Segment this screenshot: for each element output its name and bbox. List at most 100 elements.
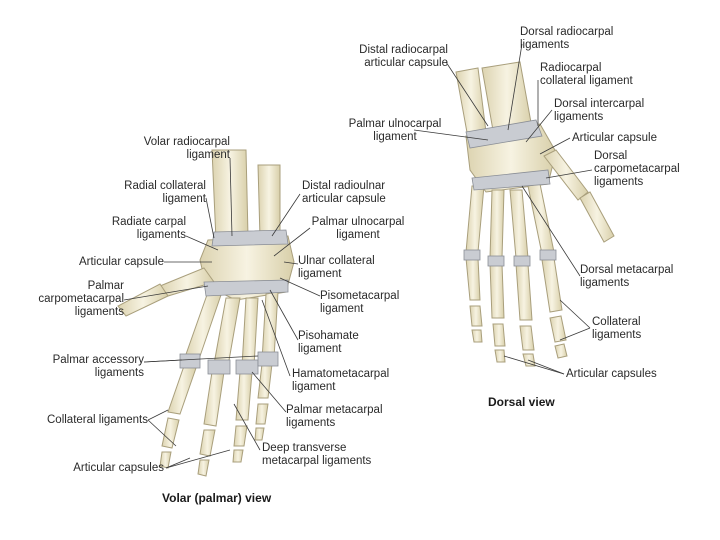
dorsal-thumb-phalanx (579, 191, 615, 243)
dorsal-mcp-capsule-5 (463, 249, 481, 261)
dorsal-little-distal (471, 329, 483, 343)
label-dorsal-metacarpal-line1: Dorsal metacarpal (580, 264, 674, 276)
label-dorsal-carpometacarpal-line1: Dorsal (594, 150, 628, 162)
volar-accessory-band-4 (235, 359, 259, 375)
dorsal-mcp-capsule-3 (513, 255, 531, 267)
label-palmar-accessory: Palmar accessory ligaments (30, 354, 144, 380)
label-volar-articular-capsules: Articular capsules (73, 462, 164, 474)
dorsal-index-proximal (541, 257, 563, 313)
label-pisohamate: Pisohamate ligament (298, 330, 359, 356)
label-pisohamate-line1: Pisohamate (298, 330, 359, 342)
volar-accessory-band-2 (179, 353, 201, 369)
label-pisohamate-line2: ligament (298, 343, 342, 355)
volar-radiocarpal-band (211, 229, 289, 247)
dorsal-middle-middle (519, 325, 535, 351)
label-hamatometacarpal-line2: ligament (292, 381, 336, 393)
dorsal-ring-middle (492, 323, 506, 347)
dorsal-little-proximal (465, 257, 481, 301)
label-palmar-accessory-line2: ligaments (94, 367, 144, 379)
dorsal-ligaments (463, 119, 557, 267)
label-dorsal-radiocarpal-line1: Dorsal radiocarpal (520, 26, 614, 38)
label-distal-radioulnar: Distal radioulnar articular capsule (302, 180, 386, 206)
label-distal-radiocarpal: Distal radiocarpal articular capsule (336, 44, 448, 70)
dorsal-hand (455, 61, 615, 367)
label-dorsal-collateral-line2: ligaments (592, 329, 642, 341)
label-palmar-carpometacarpal-line3: ligaments (74, 306, 124, 318)
label-volar-radiocarpal-line1: Volar radiocarpal (143, 136, 230, 148)
label-dorsal-palmar-ulnocarpal: Palmar ulnocarpal ligament (334, 118, 456, 144)
label-dorsal-intercarpal-line1: Dorsal intercarpal (554, 98, 645, 110)
dorsal-index-distal (554, 343, 568, 359)
dorsal-middle-proximal (515, 263, 533, 321)
label-palmar-metacarpal: Palmar metacarpal ligaments (286, 404, 383, 430)
volar-ring-middle (233, 425, 248, 447)
volar-metacarpal-5 (261, 291, 279, 361)
volar-accessory-band-3 (207, 359, 231, 375)
label-volar-radiocarpal: Volar radiocarpal ligament (118, 136, 230, 162)
label-deep-transverse-line2: metacarpal ligaments (262, 455, 372, 467)
leader-lines (123, 43, 593, 469)
caption-volar-view: Volar (palmar) view (162, 491, 272, 505)
label-volar-palmar-ulnocarpal: Palmar ulnocarpal ligament (306, 216, 410, 242)
dorsal-metacarpal-2 (527, 183, 555, 255)
volar-middle-proximal (203, 371, 225, 427)
volar-little-middle (255, 403, 269, 425)
label-ulnar-collateral-line1: Ulnar collateral (298, 255, 375, 267)
label-radiate-carpal: Radiate carpal ligaments (80, 216, 186, 242)
label-palmar-accessory-line1: Palmar accessory (52, 354, 144, 366)
label-ulnar-collateral: Ulnar collateral ligament (298, 255, 375, 281)
label-radiate-carpal-line1: Radiate carpal (111, 216, 186, 228)
label-dorsal-metacarpal-line2: ligaments (580, 277, 630, 289)
label-ulnar-collateral-line2: ligament (298, 268, 342, 280)
label-dorsal-carpometacarpal-line2: carpometacarpal (594, 163, 680, 175)
label-volar-collateral-ligaments: Collateral ligaments (47, 414, 148, 426)
label-volar-radiocarpal-line2: ligament (186, 149, 230, 161)
label-volar-articular-capsule: Articular capsule (78, 256, 164, 268)
label-dorsal-intercarpal-line2: ligaments (554, 111, 604, 123)
label-radiate-carpal-line2: ligaments (136, 229, 186, 241)
volar-index-middle (161, 417, 180, 449)
volar-middle-distal (197, 459, 210, 477)
dorsal-metacarpal-3 (509, 189, 529, 259)
dorsal-metacarpal-4 (489, 189, 505, 259)
label-hamatometacarpal-line1: Hamatometacarpal (292, 368, 390, 380)
dorsal-thumb-metacarpal (543, 149, 589, 201)
dorsal-ulna (455, 67, 487, 139)
label-dorsal-articular-capsule: Articular capsule (572, 132, 658, 144)
label-palmar-metacarpal-line1: Palmar metacarpal (286, 404, 383, 416)
label-distal-radioulnar-line1: Distal radioulnar (302, 180, 386, 192)
label-volar-palmar-ulnocarpal-line1: Palmar ulnocarpal (311, 216, 405, 228)
label-pisometacarpal-line2: ligament (320, 303, 364, 315)
dorsal-ring-proximal (489, 263, 505, 319)
label-dorsal-articular-capsules: Articular capsules (566, 368, 657, 380)
volar-hand (117, 149, 295, 477)
label-palmar-carpometacarpal: Palmar carpometacarpal ligaments (20, 280, 124, 319)
label-volar-palmar-ulnocarpal-line2: ligament (336, 229, 380, 241)
label-radial-collateral-line2: ligament (162, 193, 206, 205)
volar-index-distal (159, 451, 172, 469)
volar-ring-distal (232, 449, 244, 463)
dorsal-metacarpal-5 (465, 185, 485, 253)
volar-metacarpal-3 (213, 297, 241, 367)
label-dorsal-collateral: Collateral ligaments (592, 316, 641, 342)
label-distal-radiocarpal-line1: Distal radiocarpal (359, 44, 448, 56)
volar-little-distal (254, 427, 265, 441)
volar-middle-middle (199, 429, 216, 457)
dorsal-mcp-capsule-2 (539, 249, 557, 261)
dorsal-carpometacarpal-band (471, 169, 551, 191)
label-dorsal-carpometacarpal: Dorsal carpometacarpal ligaments (594, 150, 680, 189)
label-dorsal-palmar-ulnocarpal-line1: Palmar ulnocarpal (348, 118, 442, 130)
label-dorsal-radiocarpal: Dorsal radiocarpal ligaments (520, 26, 613, 52)
label-pisometacarpal: Pisometacarpal ligament (320, 290, 399, 316)
label-radiocarpal-collateral-line2: collateral ligament (540, 75, 633, 87)
label-radial-collateral: Radial collateral ligament (100, 180, 206, 206)
label-dorsal-intercarpal: Dorsal intercarpal ligaments (554, 98, 644, 124)
label-dorsal-carpometacarpal-line3: ligaments (594, 176, 644, 188)
label-deep-transverse: Deep transverse metacarpal ligaments (262, 442, 371, 468)
label-distal-radiocarpal-line2: articular capsule (364, 57, 448, 69)
label-radiocarpal-collateral-line1: Radiocarpal (540, 62, 602, 74)
volar-ring-proximal (235, 371, 253, 421)
label-dorsal-radiocarpal-line2: ligaments (520, 39, 570, 51)
